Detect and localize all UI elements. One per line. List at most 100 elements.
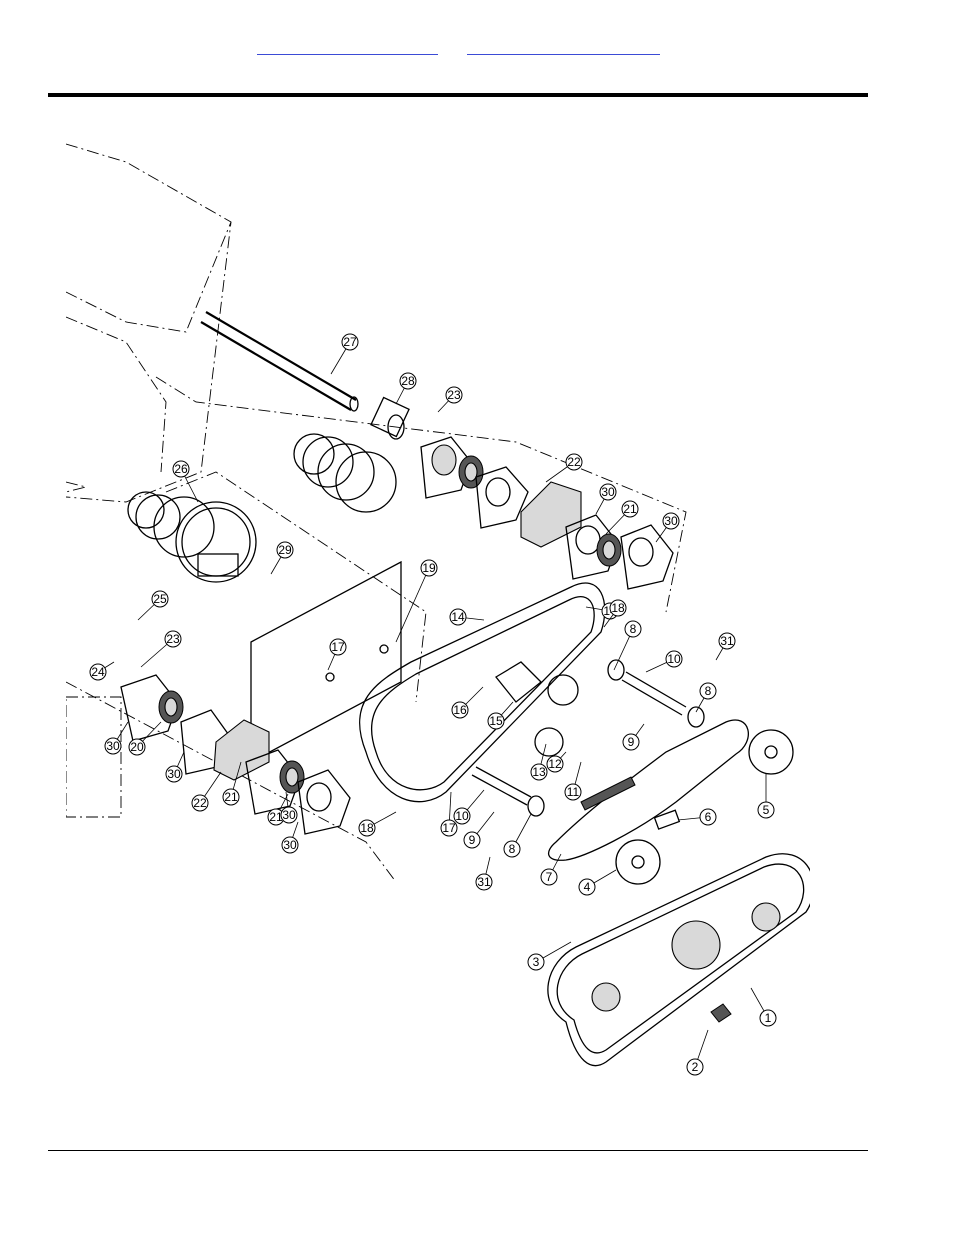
callout-label: 30 <box>601 485 615 499</box>
callout-label: 22 <box>567 455 581 469</box>
callout-19: 19 <box>395 559 438 643</box>
callout-2: 2 <box>686 1029 709 1076</box>
bearing-set-upper <box>420 436 529 529</box>
sprocket-5 <box>748 729 794 775</box>
callout-label: 27 <box>343 335 357 349</box>
header-rule <box>48 93 868 97</box>
callout-16: 16 <box>451 686 484 719</box>
callout-29: 29 <box>270 541 294 575</box>
sprocket-4 <box>615 839 661 885</box>
callout-label: 29 <box>278 543 292 557</box>
callout-25: 25 <box>137 590 169 621</box>
bearing-set-right <box>565 514 674 590</box>
callout-label: 9 <box>469 833 476 847</box>
callout-label: 5 <box>763 803 770 817</box>
callout-8: 8 <box>503 813 532 858</box>
callout-label: 7 <box>546 870 553 884</box>
spacer <box>653 809 681 830</box>
hopper-outline <box>66 143 687 883</box>
callout-9: 9 <box>463 811 495 849</box>
callout-27: 27 <box>330 333 359 375</box>
callout-17: 17 <box>327 638 347 671</box>
callout-label: 13 <box>532 765 546 779</box>
outer-chain-cover <box>547 853 810 1067</box>
knob <box>710 1003 732 1023</box>
callout-30: 30 <box>595 483 617 515</box>
footer-rule <box>48 1150 868 1151</box>
callout-1: 1 <box>750 987 777 1027</box>
callout-label: 8 <box>509 842 516 856</box>
shaft-lower <box>471 766 545 817</box>
callout-6: 6 <box>677 808 717 826</box>
callout-9: 9 <box>622 723 645 751</box>
callout-31: 31 <box>475 856 493 891</box>
callout-label: 30 <box>106 739 120 753</box>
callout-3: 3 <box>527 941 572 971</box>
callout-30: 30 <box>104 721 129 755</box>
callout-22: 22 <box>545 453 583 483</box>
callout-label: 17 <box>442 821 456 835</box>
callout-18: 18 <box>358 811 397 837</box>
leader-line <box>395 567 430 643</box>
callout-18: 18 <box>603 599 627 628</box>
callout-label: 16 <box>453 703 467 717</box>
callout-label: 14 <box>451 610 465 624</box>
callout-label: 21 <box>269 810 283 824</box>
callout-12: 12 <box>546 751 567 773</box>
callout-label: 25 <box>153 592 167 606</box>
callout-label: 1 <box>765 1011 772 1025</box>
callout-label: 30 <box>167 767 181 781</box>
callout-label: 4 <box>584 880 591 894</box>
callout-label: 30 <box>282 808 296 822</box>
callout-label: 3 <box>533 955 540 969</box>
callout-label: 15 <box>489 714 503 728</box>
callout-label: 23 <box>447 388 461 402</box>
callout-30: 30 <box>165 751 185 783</box>
callout-23: 23 <box>140 630 182 668</box>
callout-label: 2 <box>692 1060 699 1074</box>
callout-8: 8 <box>613 620 642 671</box>
callout-4: 4 <box>578 869 617 896</box>
callout-15: 15 <box>487 701 514 730</box>
callout-17: 17 <box>440 791 458 837</box>
callout-21: 21 <box>267 793 289 826</box>
callout-label: 12 <box>548 757 562 771</box>
sprocket-cluster-left <box>127 491 257 583</box>
callout-31: 31 <box>715 632 736 661</box>
callout-11: 11 <box>564 761 582 801</box>
callout-label: 8 <box>630 622 637 636</box>
callout-label: 23 <box>166 632 180 646</box>
callout-label: 8 <box>705 684 712 698</box>
callout-label: 31 <box>477 875 491 889</box>
callout-30: 30 <box>280 791 298 824</box>
idler-assembly <box>495 661 579 757</box>
callout-label: 6 <box>705 810 712 824</box>
header-link-left[interactable] <box>257 40 438 55</box>
callout-label: 20 <box>130 740 144 754</box>
callout-8: 8 <box>695 682 717 713</box>
sprocket-cluster-upper <box>293 433 397 513</box>
callout-label: 10 <box>455 809 469 823</box>
callout-label: 21 <box>623 502 637 516</box>
callout-label: 30 <box>283 838 297 852</box>
callout-label: 28 <box>401 374 415 388</box>
bushing <box>370 396 410 440</box>
header-link-right[interactable] <box>467 40 660 55</box>
callout-label: 30 <box>664 514 678 528</box>
callout-22: 22 <box>191 771 222 812</box>
callout-23: 23 <box>437 386 463 413</box>
callout-label: 31 <box>720 634 734 648</box>
callout-label: 21 <box>224 790 238 804</box>
callout-20: 20 <box>128 721 162 756</box>
callout-24: 24 <box>89 661 115 681</box>
mounting-plate <box>250 560 402 764</box>
callout-label: 11 <box>567 785 580 799</box>
exploded-parts-diagram: 1234567888991010111213141415161717181819… <box>66 143 810 1076</box>
callout-30: 30 <box>281 821 299 854</box>
callout-21: 21 <box>222 761 242 806</box>
inner-chain-case <box>359 582 606 803</box>
callout-label: 26 <box>174 462 188 476</box>
callout-label: 9 <box>628 735 635 749</box>
callout-label: 18 <box>360 821 374 835</box>
callout-label: 19 <box>422 561 436 575</box>
